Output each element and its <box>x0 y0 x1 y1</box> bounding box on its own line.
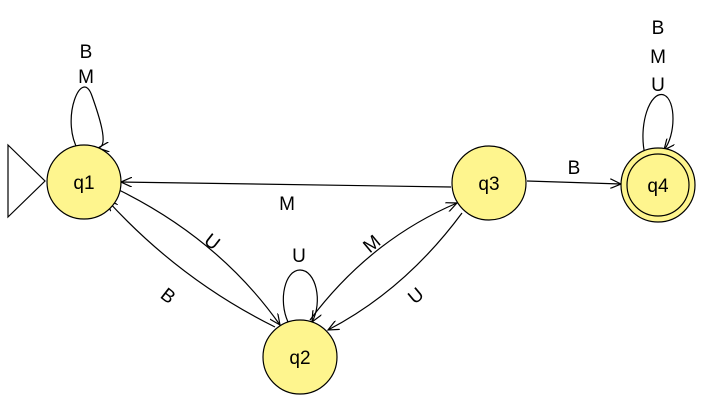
label-q2-q2-u: U <box>292 246 306 267</box>
state-q2: q2 <box>262 319 338 395</box>
state-label-q2: q2 <box>289 348 310 369</box>
label-q4-q4-b: B <box>652 18 665 39</box>
accepting-ring-icon <box>626 153 690 217</box>
label-q1-q1-m: M <box>78 67 94 88</box>
transition-q4-q4 <box>642 94 673 156</box>
state-label-q4: q4 <box>647 176 669 197</box>
transition-q2-q3 <box>309 203 457 321</box>
state-label-q3: q3 <box>478 174 499 195</box>
state-q1: q1 <box>46 144 122 220</box>
label-q4-q4-m: M <box>650 47 666 68</box>
label-q3-q4-b: B <box>568 158 581 179</box>
label-q2-q1-b: B <box>156 284 179 308</box>
transition-q3-q2 <box>328 212 463 330</box>
state-q4: q4 <box>620 147 696 223</box>
label-q1-q2-u: U <box>200 230 224 255</box>
transition-q1-q2 <box>118 189 280 325</box>
transition-q3-q1 <box>121 182 452 188</box>
transition-q2-q2 <box>282 269 317 322</box>
start-arrow-icon <box>7 143 46 219</box>
label-q1-q1-b: B <box>80 42 93 63</box>
transition-q2-q1 <box>107 200 276 328</box>
state-q3: q3 <box>451 145 527 221</box>
label-q3-q2-u: U <box>404 284 428 309</box>
transition-q1-q1 <box>70 86 103 150</box>
label-q2-q3-m: M <box>360 231 386 257</box>
state-label-q1: q1 <box>73 173 94 194</box>
label-q3-q1-m: M <box>279 194 295 215</box>
label-q4-q4-u: U <box>651 75 665 96</box>
transition-q3-q4 <box>526 181 621 184</box>
